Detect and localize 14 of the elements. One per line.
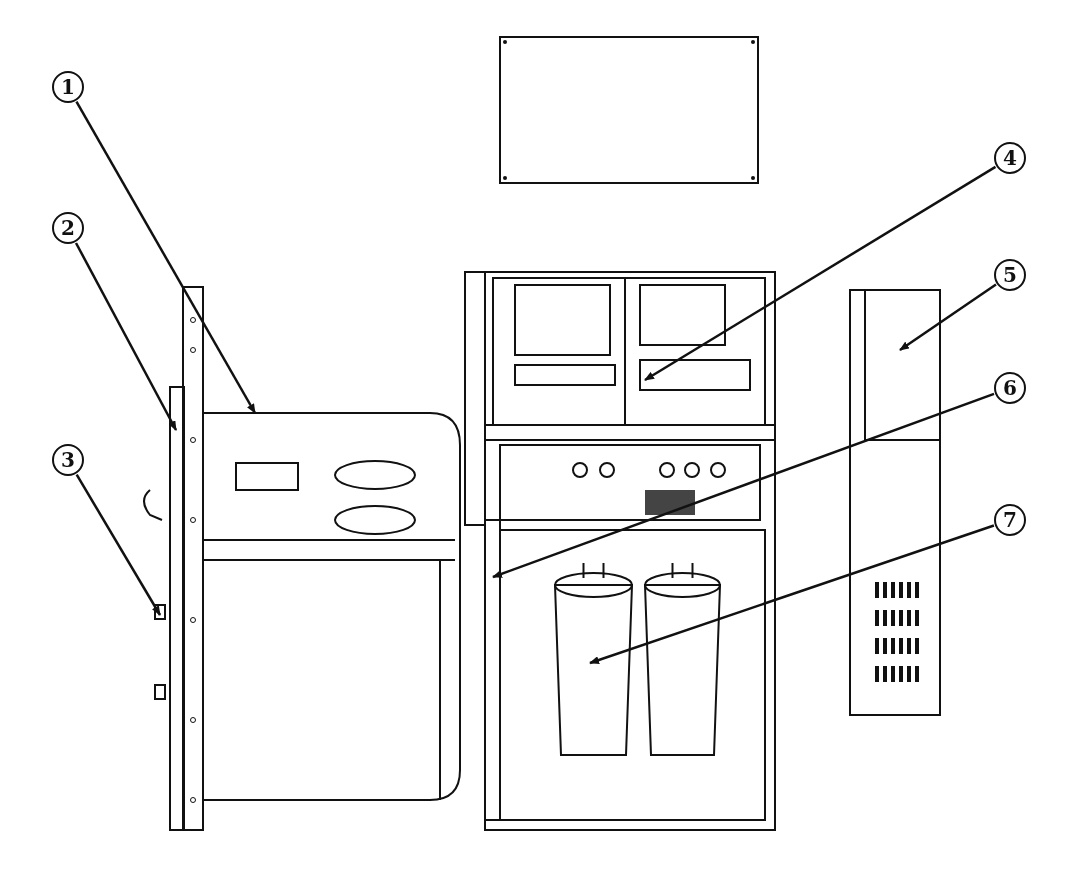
callout-number: 1 (52, 71, 84, 103)
leader-line (644, 165, 997, 382)
callout-number: 3 (52, 444, 84, 476)
callout-number: 6 (994, 372, 1026, 404)
leader-line (589, 524, 995, 665)
leader-line (75, 474, 162, 616)
leader-line (492, 392, 995, 579)
callout-number: 4 (994, 142, 1026, 174)
leader-line (74, 242, 178, 431)
callout-number: 5 (994, 259, 1026, 291)
callout-number: 7 (994, 504, 1026, 536)
leader-line (899, 283, 997, 352)
leader-line (75, 101, 257, 414)
callout-number: 2 (52, 212, 84, 244)
